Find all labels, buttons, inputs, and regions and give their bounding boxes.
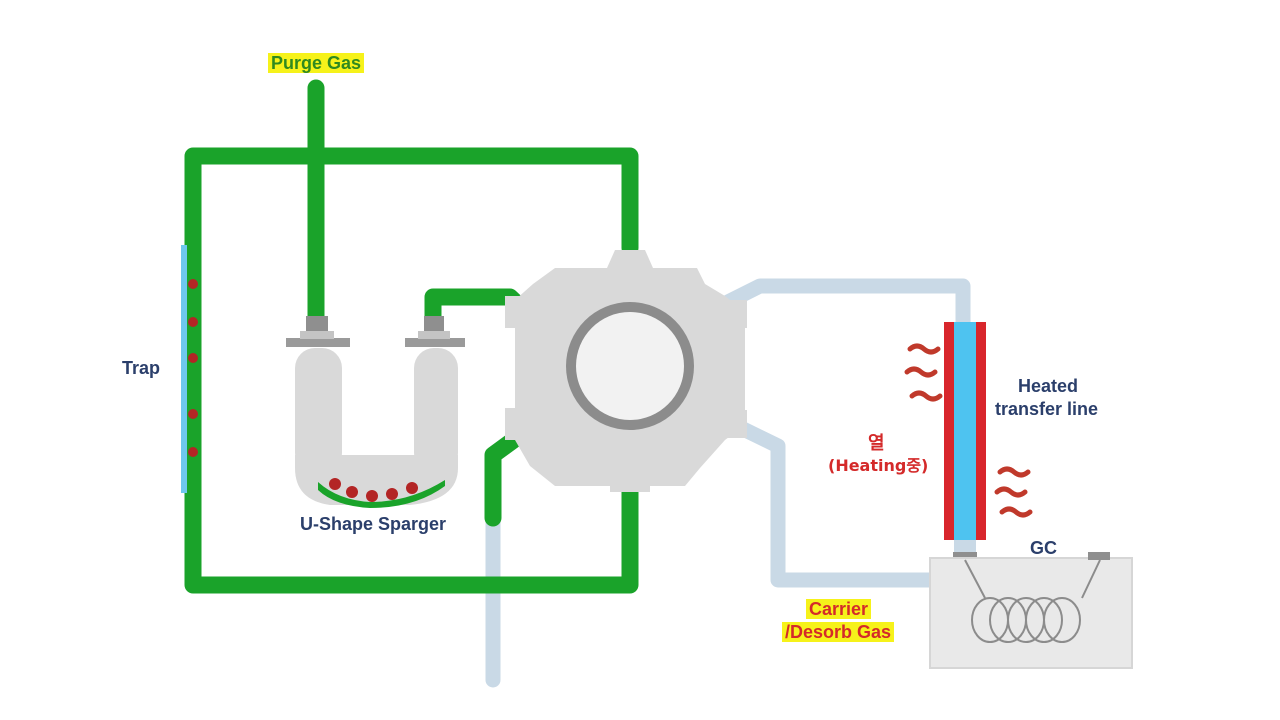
trap-label: Trap xyxy=(122,358,161,378)
heated-transfer-line xyxy=(944,322,986,560)
sparger-left-cap xyxy=(286,338,350,347)
heater-right xyxy=(976,322,986,540)
purge-gas-label: Purge Gas xyxy=(268,52,365,74)
sparger-green-liquid xyxy=(318,480,445,508)
sparger-right-cap xyxy=(405,338,465,347)
carrier-line-to-transfer xyxy=(714,278,971,330)
gc-label: GC xyxy=(1030,538,1057,558)
heated-transfer-line-label-2: transfer line xyxy=(995,399,1099,419)
top-loop-line xyxy=(184,147,639,594)
heat-wave-icon xyxy=(904,343,1033,518)
gc-box xyxy=(929,557,1133,669)
trap xyxy=(181,245,198,493)
sparger-right-fitting xyxy=(424,316,444,331)
sparger-left-fitting xyxy=(306,316,328,331)
gc-unit xyxy=(929,552,1133,669)
sparger-bubbles xyxy=(329,478,418,502)
sparger-right-tube xyxy=(414,348,458,473)
u-shape-sparger-label: U-Shape Sparger xyxy=(300,514,447,534)
trap-sorbent-beads xyxy=(188,279,198,457)
coil-icon xyxy=(964,559,1101,643)
heater-left xyxy=(944,322,954,540)
u-shape-sparger xyxy=(286,316,465,508)
carrier-label-line1: Carrier xyxy=(806,598,872,620)
sparger-left-tube xyxy=(295,348,342,473)
transfer-line-core xyxy=(954,322,976,540)
heating-korean-label: 열 xyxy=(868,433,885,453)
trap-tube xyxy=(181,245,187,493)
heating-label: (Heating중) xyxy=(828,456,929,475)
carrier-line-to-gc xyxy=(727,417,938,588)
heated-transfer-line-label-1: Heated xyxy=(1018,376,1079,396)
six-port-valve[interactable] xyxy=(505,250,747,492)
valve-rotor xyxy=(576,312,684,420)
carrier-label-line2: /Desorb Gas xyxy=(782,621,895,643)
